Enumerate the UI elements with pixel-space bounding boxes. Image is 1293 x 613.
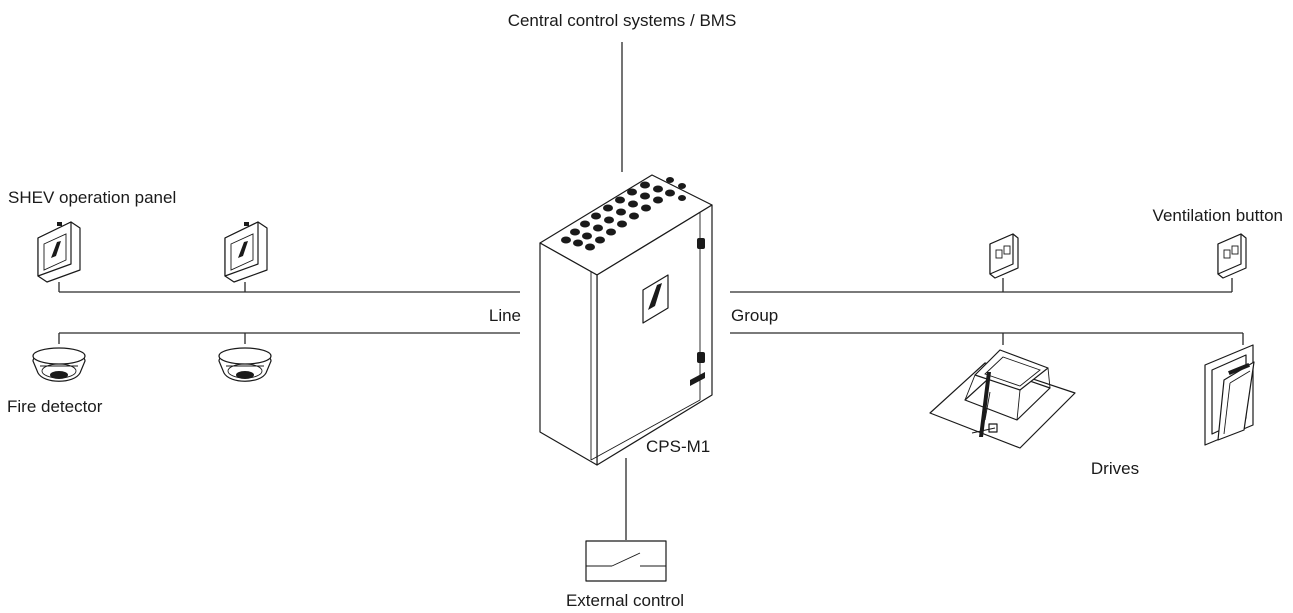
operation-panel-label: SHEV operation panel [8,188,176,207]
ventilation-button-icon [1217,233,1247,279]
drives-label: Drives [1091,459,1139,478]
fire-detector-label: Fire detector [7,397,103,416]
line-label: Line [489,306,521,325]
switch-icon [585,540,667,582]
group-label: Group [731,306,778,325]
central-control-label: Central control systems / BMS [508,11,737,30]
controller-label: CPS-M1 [646,437,710,456]
ventilation-button-icon [989,233,1019,279]
ventilation-button-label: Ventilation button [1153,206,1283,225]
smoke-detector-icon [218,347,272,382]
control-cabinet-icon [539,174,713,466]
rooflight-drive-icon [929,349,1076,449]
operation-panel-icon [224,221,268,283]
window-drive-icon [1204,344,1255,446]
smoke-detector-icon [32,347,86,382]
connection-lines [58,42,1244,540]
external-control-label: External control [566,591,684,610]
operation-panel-icon [37,221,81,283]
